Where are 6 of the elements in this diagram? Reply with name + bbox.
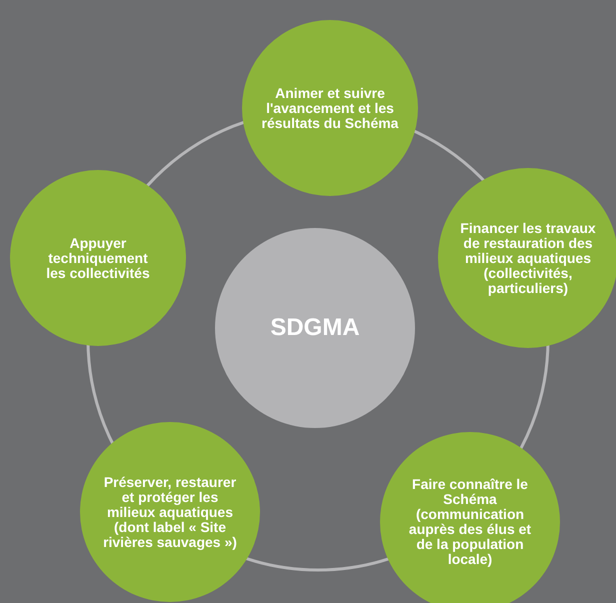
circle-label: Faire connaître le Schéma (communication auprès des élus et de la population locale) (408, 477, 532, 567)
circle-label: Appuyer techniquement les collectivités (45, 236, 151, 280)
circle-label: Financer les travaux de restauration des milieux aquatiques (collectivités, particuliers) (459, 220, 597, 296)
circle-label: Préserver, restaurer et protéger les milieux aquatiques (dont label « Site rivières sauvages ») (102, 474, 238, 550)
circle-label: Animer et suivre l'avancement et les résultats du Schéma (260, 86, 400, 130)
center-label: SDGMA (269, 314, 361, 342)
